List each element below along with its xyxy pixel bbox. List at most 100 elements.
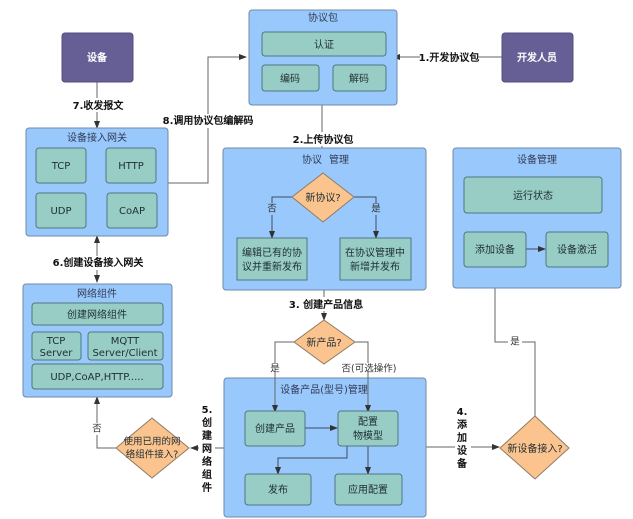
edit-protocol-node[interactable]: 编辑已有的协 议并重新发布 [236,237,308,281]
run-status-node[interactable]: 运行状态 [463,176,603,214]
edge-label-step5-char: 组 [202,468,212,481]
mqtt-label: MQTT [111,336,140,347]
device-mgmt-group: 设备管理 运行状态 添加设备 设备激活 [452,147,622,289]
publish-label: 发布 [268,483,288,496]
gateway-http[interactable]: HTTP [105,147,157,184]
gateway-coap-label: CoAP [119,206,145,217]
edge-label-step4-char: 加 [456,431,467,444]
config-model-node[interactable]: 配置 物模型 [337,410,399,447]
edge-label-step5-char: 建 [201,429,213,442]
publish-node[interactable]: 发布 [244,473,312,506]
developer-node[interactable]: 开发人员 [501,32,574,83]
protocol-yes-label: 是 [371,204,381,215]
run-status-label: 运行状态 [513,189,553,202]
apply-config-node[interactable]: 应用配置 [334,473,403,506]
edit-protocol-label: 编辑已有的协 [242,246,302,259]
new-product-decision-label: 新产品? [306,336,341,349]
product-mgmt-title: 设备产品(型号)管理 [280,383,368,396]
edge-reuse-no: 否 [90,396,116,449]
decode-node[interactable]: 解码 [332,64,387,92]
reuse-network-label: 使用已用的网 [123,436,180,448]
device-node[interactable]: 设备 [61,32,134,83]
new-device-decision-label: 新设备接入? [507,442,562,455]
create-network-label: 创建网络组件 [67,308,127,321]
edge-develop-protocol: 1.开发协议包 [392,50,502,64]
other-protocols-node[interactable]: UDP,CoAP,HTTP..... [31,363,164,390]
gateway-coap[interactable]: CoAP [106,192,158,229]
gateway-udp[interactable]: UDP [35,192,87,229]
config-model-label-2: 物模型 [353,429,383,442]
new-device-decision[interactable]: 新设备接入? [499,415,570,480]
create-product-node[interactable]: 创建产品 [244,410,306,447]
gateway-tcp[interactable]: TCP [35,147,87,184]
reuse-network-decision[interactable]: 使用已用的网 络组件接入? [115,417,190,479]
edge-new-device-yes: 是 [492,267,536,416]
edge-label-yes: 是 [510,337,520,348]
gateway-udp-label: UDP [50,206,71,217]
edit-protocol-label-2: 议并重新发布 [242,260,302,273]
edge-create-product-info: 3. 创建产品信息 [287,290,363,321]
edge-create-gateway: 6.创建设备接入网关 [53,235,144,283]
config-model-label: 配置 [358,416,378,428]
edge-create-network: 5. 创 建 网 络 组 件 [190,405,224,501]
other-protocols-label: UDP,CoAP,HTTP..... [50,372,143,383]
edge-label-step5-char: 络 [202,455,212,468]
edge-label-step7: 7.收发报文 [73,99,125,112]
network-group: 网络组件 创建网络组件 TCP Server MQTT Server/Clien… [22,283,173,398]
edge-label-step4-char: 设 [457,444,467,457]
add-device-node[interactable]: 添加设备 [463,231,527,268]
apply-config-label: 应用配置 [348,483,388,496]
create-network-node[interactable]: 创建网络组件 [31,302,164,326]
auth-label: 认证 [314,38,334,51]
edge-label-step5-char: 件 [202,481,212,494]
auth-node[interactable]: 认证 [261,31,387,57]
edge-upload-protocol: 2.上传协议包 [288,105,356,187]
gateway-group: 设备接入网关 TCP HTTP UDP CoAP [25,127,169,237]
gateway-http-label: HTTP [118,161,144,172]
gateway-tcp-label: TCP [51,161,71,172]
decode-label: 解码 [349,72,369,85]
encode-label: 编码 [280,72,300,85]
reuse-network-label-2: 络组件接入? [126,449,179,461]
protocol-package-title: 协议包 [308,11,338,24]
add-protocol-node[interactable]: 在协议管理中 新增并发布 [339,237,412,281]
network-title: 网络组件 [77,287,117,300]
edge-label-no-optional: 否(可选操作) [342,363,397,375]
gateway-title: 设备接入网关 [67,131,127,144]
edge-label-step4: 4. [457,407,468,418]
developer-label: 开发人员 [517,51,557,64]
edge-new-product-no: 否(可选操作) [342,341,397,413]
edge-label-step3: 3. 创建产品信息 [289,298,363,311]
mqtt-label-2: Server/Client [92,348,157,359]
device-mgmt-title: 设备管理 [517,153,557,166]
edge-label-step5-char: 创 [201,416,212,429]
new-product-decision[interactable]: 新产品? [293,319,356,365]
encode-node[interactable]: 编码 [261,64,320,92]
new-protocol-decision-label: 新协议? [305,191,340,204]
tcp-server-label-2: Server [40,348,74,359]
edge-call-codec: 8.调用协议包编解码 [162,54,254,184]
edge-label-step2: 2.上传协议包 [293,133,354,146]
edge-send-receive: 7.收发报文 [68,82,128,129]
create-product-label: 创建产品 [255,422,295,435]
edge-label-step6: 6.创建设备接入网关 [53,256,144,269]
protocol-mgmt-title-left: 协议 [302,153,322,166]
edge-add-device: 4. 添 加 设 备 [426,407,500,479]
add-protocol-label: 在协议管理中 [345,246,405,259]
edge-label-step1: 1.开发协议包 [419,51,480,64]
edge-label-step5-char: 网 [202,443,212,455]
product-mgmt-group: 设备产品(型号)管理 创建产品 配置 物模型 发布 应用配置 [223,370,427,518]
edge-label-step8: 8.调用协议包编解码 [163,114,254,127]
tcp-server-node[interactable]: TCP Server [31,331,82,361]
activate-device-node[interactable]: 设备激活 [545,231,609,268]
protocol-mgmt-title-right: 管理 [329,153,349,166]
protocol-package-group: 协议包 认证 编码 解码 [248,9,398,106]
mqtt-node[interactable]: MQTT Server/Client [87,331,164,361]
edge-label-yes: 是 [270,364,280,375]
new-protocol-decision[interactable]: 新协议? [291,172,355,223]
add-device-label: 添加设备 [475,243,515,256]
edge-label-step5: 5. [202,405,213,416]
edge-label-step4-char: 添 [457,418,468,431]
protocol-no-label: 否 [267,204,277,215]
